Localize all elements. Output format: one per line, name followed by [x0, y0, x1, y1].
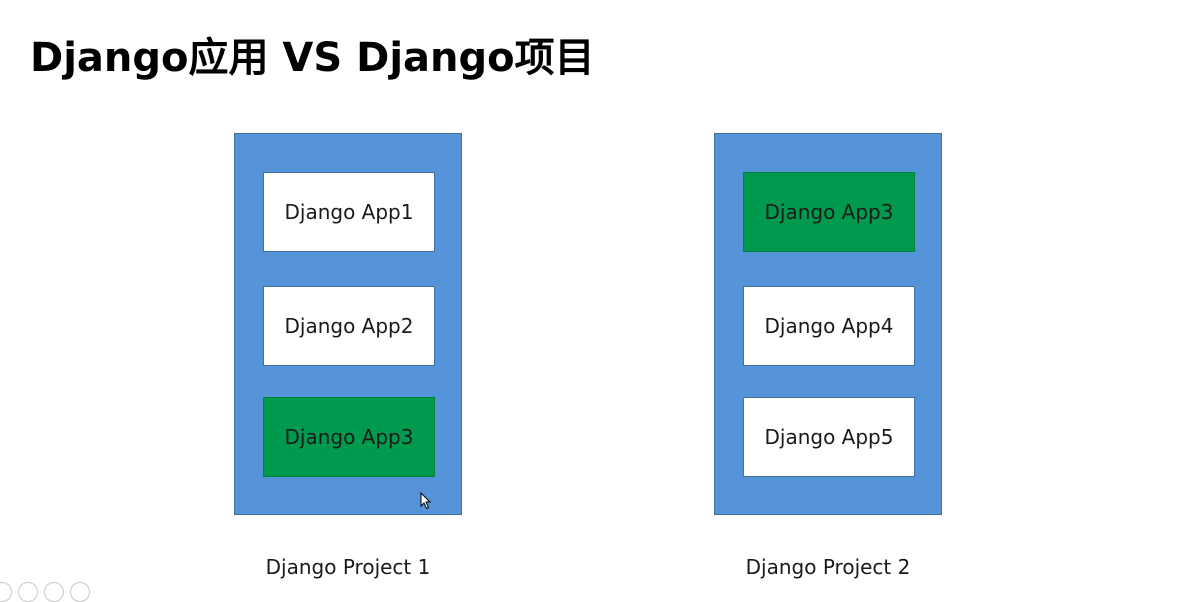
project-1-label: Django Project 1 [265, 555, 431, 579]
mouse-cursor-icon [420, 492, 432, 510]
presentation-toolbar [0, 582, 90, 602]
project-2-app-5: Django App5 [743, 397, 915, 477]
more-tool-icon[interactable] [70, 582, 90, 602]
project-2-app-4: Django App4 [743, 286, 915, 366]
project-2-label: Django Project 2 [745, 555, 911, 579]
zoom-tool-icon[interactable] [44, 582, 64, 602]
project-1-app-1: Django App1 [263, 172, 435, 252]
project-1-app-2: Django App2 [263, 286, 435, 366]
slides-tool-icon[interactable] [18, 582, 38, 602]
project-1-app-3-shared: Django App3 [263, 397, 435, 477]
pen-tool-icon[interactable] [0, 582, 12, 602]
project-2-container: Django App3 Django App4 Django App5 [714, 133, 942, 515]
slide-title: Django应用 VS Django项目 [30, 35, 595, 81]
project-1-container: Django App1 Django App2 Django App3 [234, 133, 462, 515]
project-2-app-3-shared: Django App3 [743, 172, 915, 252]
